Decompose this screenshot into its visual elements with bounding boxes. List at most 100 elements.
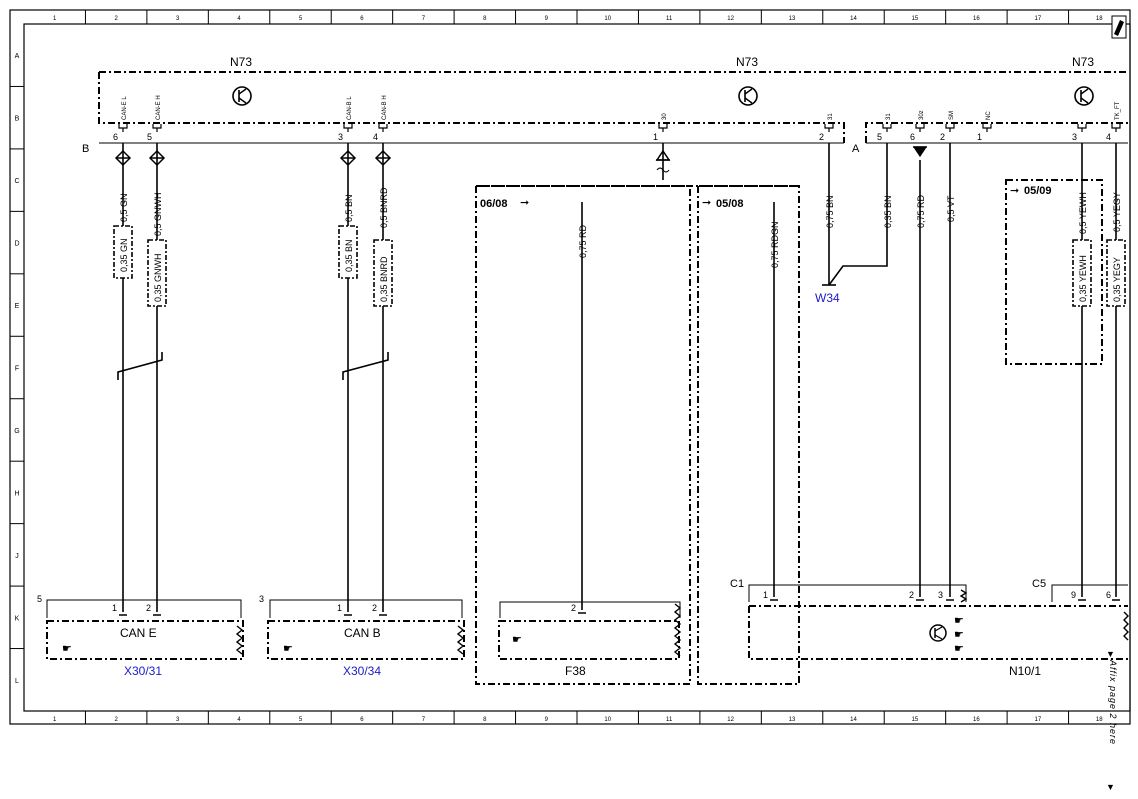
pin-number: 6: [1106, 590, 1111, 600]
pin-tick: [378, 124, 388, 132]
pin-number: 5: [877, 132, 882, 142]
component-f38: 2 ☛ F38: [498, 601, 681, 678]
column-label: 10: [604, 16, 611, 22]
column-label: 6: [360, 717, 364, 723]
pointing-hand-icon: ☛: [512, 634, 522, 646]
transistor-icon: [929, 624, 947, 642]
row-label: H: [14, 490, 19, 497]
pin-number: 1: [653, 132, 658, 142]
row-label: L: [15, 678, 19, 685]
pin-tick: [658, 124, 668, 132]
component-x3031: 5 1 2 CAN E ☛ X30/31: [37, 594, 244, 678]
pin-tick: [343, 124, 353, 132]
pin-label: SM: [949, 111, 955, 120]
pin-tick: [982, 124, 992, 132]
row-label: B: [15, 116, 20, 123]
pin-label: CAN-E H: [156, 95, 162, 120]
pointing-hand-icon: ☛: [954, 615, 964, 627]
column-label: 3: [176, 16, 180, 22]
column-label: 4: [237, 16, 241, 22]
section-boxes: 0,35 GN 0,35 GNWH 0,35 BN 0,35 BNRD 0,35…: [113, 225, 1126, 307]
pin-label: TK_FT: [1115, 101, 1121, 120]
variant-box-0509: ➞ 05/09: [1005, 179, 1103, 365]
triangle-down-icon: ▼: [1106, 649, 1115, 659]
connector-label: C5: [1032, 578, 1046, 590]
row-label: K: [15, 615, 20, 622]
pointing-hand-icon: ☛: [954, 643, 964, 655]
pin-label: CAN-B H: [382, 95, 388, 120]
pin-number: 2: [372, 603, 377, 613]
pin-tick: [824, 124, 834, 132]
pin-number: 4: [373, 132, 378, 142]
pin-number: 2: [909, 590, 914, 600]
wire-label: 0,75 BN: [825, 195, 835, 228]
pin-label: 31: [828, 113, 834, 120]
triangle-down-icon: ▼: [1106, 782, 1115, 792]
module-name: N73: [230, 55, 252, 69]
column-label: 9: [545, 16, 549, 22]
plug-up-icon: [655, 149, 671, 161]
column-label: 17: [1034, 717, 1041, 723]
column-label: 16: [973, 717, 980, 723]
pin-tick: [915, 124, 925, 132]
wire-label: 0,35 BN: [883, 195, 893, 228]
module-name: N73: [736, 55, 758, 69]
pin-number: 3: [338, 132, 343, 142]
pin-tick: [118, 124, 128, 132]
wire-label: 0,5 GNWH: [153, 192, 163, 236]
pin-tick: [945, 124, 955, 132]
column-label: 7: [422, 16, 426, 22]
wire-label: 0,35 GN: [119, 238, 129, 272]
wire-label: 0,5 YEWH: [1078, 192, 1088, 234]
connector-number: 3: [259, 594, 264, 604]
pin-label: 30z: [919, 110, 925, 120]
affix-label: Affix page 2 here: [1108, 659, 1118, 745]
wire-label: 0,5 BN: [344, 194, 354, 222]
plug-icon: [114, 149, 132, 167]
plug-icon: [148, 149, 166, 167]
column-label: 14: [850, 717, 857, 723]
pin-label: 30: [662, 113, 668, 120]
component-x3034: 3 1 2 CAN B ☛ X30/34: [259, 594, 465, 678]
component-name: CAN B: [344, 626, 381, 640]
variant-label: 06/08: [480, 198, 508, 210]
column-label: 10: [604, 717, 611, 723]
connector-number: 5: [37, 594, 42, 604]
plug-icon: [374, 149, 392, 167]
pin-tick: [152, 124, 162, 132]
row-label: C: [14, 178, 19, 185]
column-label: 1: [53, 717, 57, 723]
column-label: 17: [1034, 16, 1041, 22]
pin-tick: [882, 124, 892, 132]
variant-label: 05/08: [716, 198, 744, 210]
wire-label: 0,75 RDGN: [770, 221, 780, 268]
column-label: 8: [483, 16, 487, 22]
wire-label: 0,35 YEWH: [1078, 255, 1088, 302]
transistor-icon: [738, 86, 758, 106]
wire-label: 0,5 BNRD: [379, 187, 389, 228]
pin-label: NC: [986, 111, 992, 120]
pin-number: 2: [571, 603, 576, 613]
pin-number: 6: [910, 132, 915, 142]
pointing-hand-icon: ☛: [954, 629, 964, 641]
arrow-right-icon: ➞: [1010, 185, 1019, 197]
variant-box-0608: 06/08 ➞: [475, 185, 691, 685]
ground-label: W34: [815, 291, 840, 305]
arrow-right-icon: ➞: [520, 197, 529, 209]
wire-label: 0,5 VT: [946, 195, 956, 222]
column-label: 18: [1096, 16, 1103, 22]
pin-number: 1: [977, 132, 982, 142]
plug-icon: [339, 149, 357, 167]
column-label: 14: [850, 16, 857, 22]
affix-note: Affix page 2 here ▼ ▼: [1106, 649, 1118, 792]
plug-down-icon: [912, 146, 928, 158]
column-label: 9: [545, 717, 549, 723]
column-label: 11: [666, 16, 673, 22]
row-label: D: [14, 241, 19, 248]
column-label: 5: [299, 16, 303, 22]
pin-number: 6: [113, 132, 118, 142]
